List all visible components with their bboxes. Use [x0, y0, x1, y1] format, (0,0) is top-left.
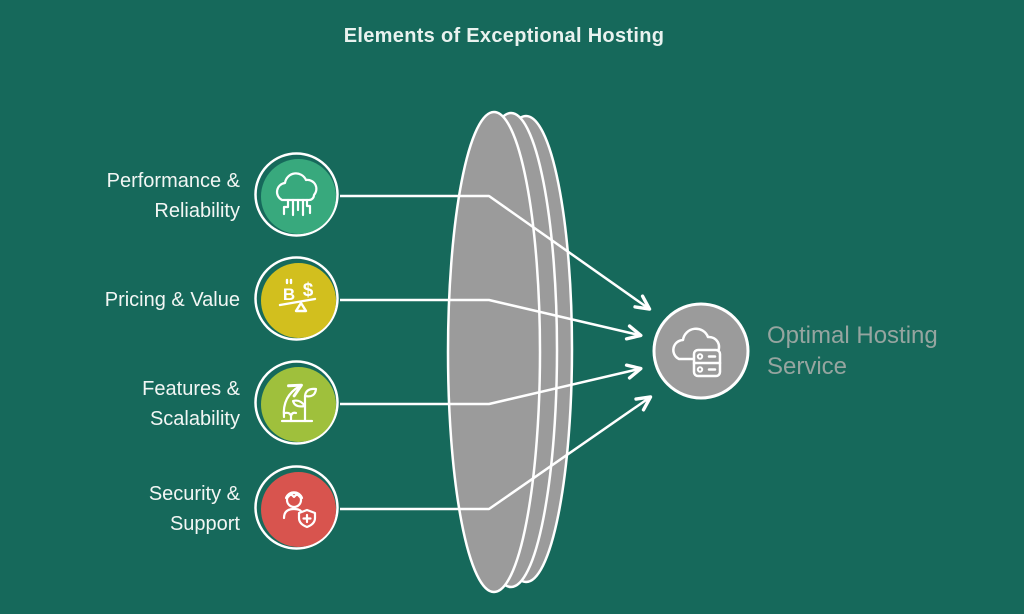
icon-ring: [254, 465, 339, 550]
icon-ring: [254, 152, 339, 237]
balance-scale-icon: B $: [278, 278, 317, 313]
icon-ring: [254, 256, 339, 341]
label-performance: Performance & Reliability: [36, 166, 240, 226]
connector-security: [340, 395, 653, 511]
currency-right-symbol: $: [303, 280, 314, 301]
label-line: Reliability: [154, 200, 240, 222]
label-line: Support: [169, 513, 240, 535]
label-line: Features &: [142, 378, 240, 400]
label-line: Security &: [148, 483, 240, 505]
icon-circle: [261, 367, 336, 442]
result-badge: [652, 302, 750, 400]
cloud-circuit-icon: [275, 172, 318, 217]
page-title: Elements of Exceptional Hosting: [343, 25, 665, 47]
label-line: Optimal Hosting: [767, 322, 938, 349]
icon-ring: [254, 360, 339, 445]
connector-performance: [340, 194, 652, 311]
label-features: Features & Scalability: [36, 374, 240, 434]
plant-growth-icon: [280, 383, 318, 423]
currency-left-symbol: B: [283, 285, 295, 304]
label-line: Service: [767, 353, 848, 380]
performance-icon-badge: [254, 152, 339, 237]
icon-circle: [261, 263, 336, 338]
connectors: [340, 194, 653, 511]
security-icon-badge: [254, 465, 339, 550]
cloud-server-icon: [672, 327, 722, 378]
label-result: Optimal Hosting Service: [767, 320, 987, 382]
features-icon-badge: [254, 360, 339, 445]
label-line: Performance &: [106, 170, 240, 192]
label-pricing: Pricing & Value: [36, 285, 240, 315]
lens-face: [446, 110, 542, 594]
connector-features: [340, 363, 643, 406]
support-agent-shield-icon: [282, 491, 317, 529]
pricing-icon-badge: B $: [254, 256, 339, 341]
connector-pricing: [340, 298, 643, 341]
label-line: Pricing & Value: [104, 289, 240, 311]
label-security: Security & Support: [36, 479, 240, 539]
label-line: Scalability: [149, 408, 240, 430]
icon-circle: [261, 159, 336, 234]
lens-disc: [446, 110, 574, 594]
